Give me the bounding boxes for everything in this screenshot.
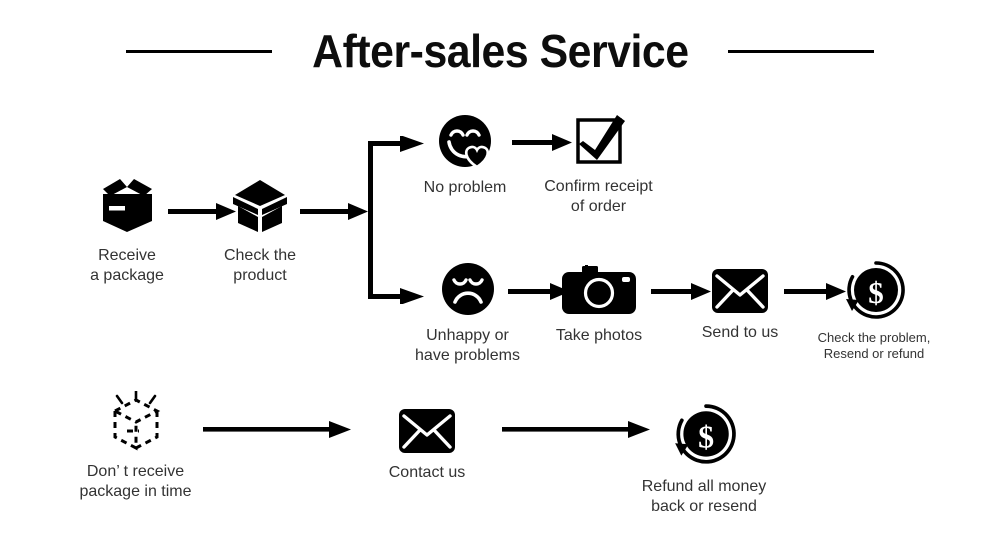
arrow-notreceived-to-contact bbox=[203, 421, 351, 438]
page-title: After-sales Service bbox=[311, 25, 689, 77]
arrow-send-to-check-problem bbox=[784, 283, 846, 300]
dashed-box-icon bbox=[111, 391, 160, 451]
node-label: Refund all money back or resend bbox=[641, 478, 767, 515]
envelope-icon bbox=[399, 409, 455, 453]
title-rule-right bbox=[728, 49, 875, 53]
node-take-photos: Take photos bbox=[543, 265, 655, 346]
arrow-contact-to-refund bbox=[502, 421, 650, 438]
camera-icon bbox=[562, 265, 636, 314]
node-unhappy: Unhappy or have problems bbox=[410, 261, 525, 366]
svg-text:$: $ bbox=[868, 275, 884, 310]
arrow-check-to-branch bbox=[300, 203, 368, 220]
open-box-icon bbox=[233, 180, 287, 233]
node-label: Receive a package bbox=[90, 247, 164, 284]
node-label: Check the problem, Resend or refund bbox=[817, 330, 931, 361]
node-confirm-receipt: Confirm receipt of order bbox=[541, 110, 656, 217]
arrow-receive-to-check bbox=[168, 203, 236, 220]
title-rule-left bbox=[125, 49, 272, 53]
arrow-no-problem-to-confirm bbox=[512, 134, 572, 151]
node-label: Check the product bbox=[223, 247, 297, 284]
node-refund-all: $ Refund all money back or resend bbox=[637, 402, 771, 517]
checkbox-check-icon bbox=[575, 115, 625, 164]
node-no-problem: No problem bbox=[410, 113, 520, 198]
arrow-photos-to-send bbox=[651, 283, 711, 300]
node-label: Don’ t receive package in time bbox=[79, 463, 192, 500]
branch-split-connector bbox=[368, 136, 424, 304]
node-receive-package: Receive a package bbox=[72, 175, 182, 286]
arrow-unhappy-to-photos bbox=[508, 283, 570, 300]
node-label: Unhappy or have problems bbox=[415, 327, 520, 364]
node-not-received: Don’ t receive package in time bbox=[78, 391, 193, 502]
node-label: No problem bbox=[423, 179, 507, 196]
node-check-product: Check the product bbox=[205, 175, 315, 286]
closed-box-icon bbox=[103, 179, 152, 232]
happy-face-heart-icon bbox=[439, 115, 491, 169]
node-send-to-us: Send to us bbox=[688, 268, 792, 343]
sad-face-icon bbox=[441, 263, 494, 315]
node-label: Contact us bbox=[388, 464, 466, 481]
svg-text:$: $ bbox=[698, 419, 714, 454]
node-label: Take photos bbox=[555, 327, 643, 344]
envelope-icon bbox=[712, 269, 768, 313]
dollar-refund-icon: $ bbox=[846, 261, 905, 319]
page-header: After-sales Service bbox=[0, 18, 1000, 84]
node-check-problem: $ Check the problem, Resend or refund bbox=[808, 259, 940, 362]
dollar-refund-icon: $ bbox=[675, 404, 736, 464]
node-label: Send to us bbox=[701, 324, 779, 341]
node-contact-us: Contact us bbox=[375, 408, 479, 483]
node-label: Confirm receipt of order bbox=[544, 178, 653, 215]
